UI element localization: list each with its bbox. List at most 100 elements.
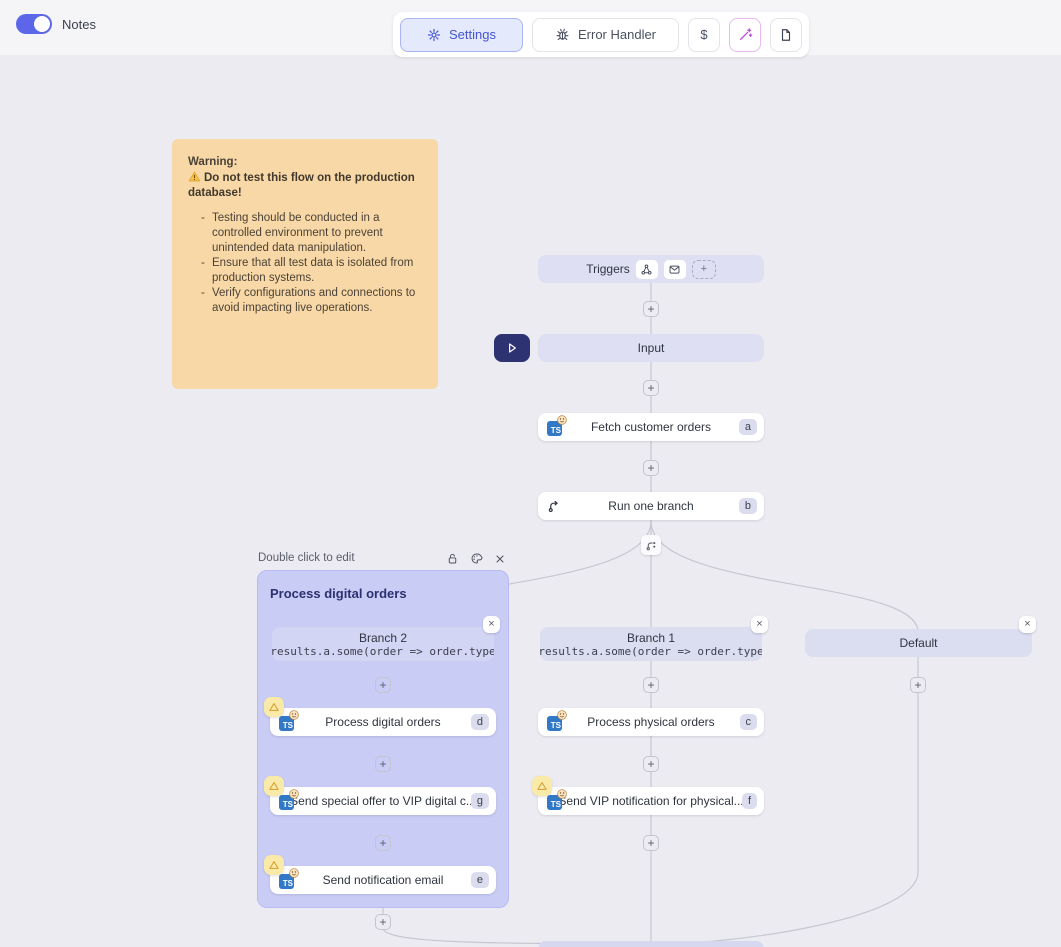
palette-icon[interactable] [470,552,483,565]
branch-default-node[interactable]: Default [805,629,1032,657]
branch-condition: results.a.some(order => order.type [272,644,494,658]
node-label: Fetch customer orders [590,420,712,434]
triggers-label: Triggers [586,262,630,276]
webhook-icon [640,263,653,276]
notes-toggle[interactable] [16,14,52,34]
warning-badge [264,697,284,717]
delete-branch-button[interactable]: × [751,616,768,633]
step-badge: b [738,498,757,514]
note-bullet: Ensure that all test data is isolated fr… [201,256,422,286]
billing-button[interactable]: $ [688,17,721,52]
add-node-button[interactable]: + [375,677,391,693]
group-toolbar [446,552,506,565]
typescript-icon: TS [279,868,299,889]
close-group-icon[interactable] [494,552,506,565]
add-node-button[interactable]: + [643,301,659,317]
node-send-special-offer[interactable]: TS Send special offer to VIP digital c..… [264,776,496,815]
emoji-badge-icon [557,789,567,799]
step-badge: d [470,714,489,730]
group-process-digital-orders[interactable] [257,570,509,908]
step-badge: a [738,419,757,435]
node-label: Send VIP notification for physical... [558,794,744,808]
dollar-icon: $ [700,27,708,42]
lock-icon[interactable] [446,552,459,565]
node-input[interactable]: Input [538,334,764,362]
typescript-icon: TS [279,710,299,731]
node-send-notification-email[interactable]: TS Send notification email e [264,855,496,894]
note-alert-text: Do not test this flow on the production … [188,172,415,199]
input-label: Input [637,341,665,355]
document-button[interactable] [770,17,803,52]
group-edit-hint: Double click to edit [258,552,355,564]
emoji-badge-icon [289,710,299,720]
branch-2-node[interactable]: Branch 2 results.a.some(order => order.t… [272,627,494,661]
node-label: Run one branch [608,499,694,513]
typescript-icon: TS [547,789,567,810]
branch-1-node[interactable]: Branch 1 results.a.some(order => order.t… [540,627,762,661]
notes-toggle-label: Notes [62,16,96,32]
note-title: Warning: [188,156,238,168]
note-bullet: Testing should be conducted in a control… [201,211,422,256]
bug-icon [555,27,570,42]
sticky-note[interactable]: Warning: Do not test this flow on the pr… [172,139,438,389]
typescript-icon: TS [547,710,567,731]
step-badge: e [470,872,489,888]
node-partial-bottom[interactable] [538,941,764,947]
webhook-trigger-button[interactable] [635,259,658,279]
node-triggers[interactable]: Triggers + [538,255,764,283]
node-run-one-branch[interactable]: Run one branch b [538,492,764,520]
error-handler-label: Error Handler [577,27,657,42]
emoji-badge-icon [557,415,567,425]
warning-icon [188,170,201,183]
emoji-badge-icon [289,868,299,878]
node-label: Send special offer to VIP digital c... [290,794,476,808]
add-node-button[interactable]: + [643,460,659,476]
warning-badge [264,855,284,875]
add-node-button[interactable]: + [375,756,391,772]
step-badge: f [741,793,757,809]
node-process-physical-orders[interactable]: TS Process physical orders c [538,708,764,736]
group-title: Process digital orders [270,586,407,601]
error-handler-button[interactable]: Error Handler [531,17,680,52]
magic-wand-icon [738,27,753,42]
run-flow-button[interactable] [494,334,530,362]
toggle-knob [34,16,50,32]
play-icon [504,340,520,356]
magic-wand-button[interactable] [729,17,762,52]
add-node-button[interactable]: + [643,380,659,396]
node-fetch-customer-orders[interactable]: TS Fetch customer orders a [538,413,764,441]
mail-icon [668,263,681,276]
note-bullet: Verify configurations and connections to… [201,286,422,316]
warning-badge [264,776,284,796]
step-badge: c [739,714,757,730]
warning-badge [532,776,552,796]
node-send-vip-notification[interactable]: TS Send VIP notification for physical...… [532,776,764,815]
branch-condition: results.a.some(order => order.type [540,644,762,658]
node-process-digital-orders[interactable]: TS Process digital orders d [264,697,496,736]
add-node-button[interactable]: + [643,756,659,772]
branch-icon [547,499,562,514]
document-icon [779,28,793,42]
add-node-button[interactable]: + [910,677,926,693]
branch-split-icon [641,535,661,555]
typescript-icon: TS [547,415,567,436]
add-node-button[interactable]: + [375,835,391,851]
add-trigger-button[interactable]: + [691,259,716,279]
gear-icon [427,28,441,42]
node-label: Process digital orders [325,715,441,729]
settings-label: Settings [449,27,496,42]
typescript-icon: TS [279,789,299,810]
email-trigger-button[interactable] [663,259,686,279]
node-label: Process physical orders [587,715,715,729]
emoji-badge-icon [557,710,567,720]
settings-button[interactable]: Settings [400,17,523,52]
add-node-button[interactable]: + [643,835,659,851]
add-node-button[interactable]: + [375,914,391,930]
note-bullets: Testing should be conducted in a control… [188,211,422,316]
delete-branch-button[interactable]: × [483,616,500,633]
add-node-button[interactable]: + [643,677,659,693]
top-toolbar: Settings Error Handler $ [393,12,810,57]
delete-branch-button[interactable]: × [1019,616,1036,633]
